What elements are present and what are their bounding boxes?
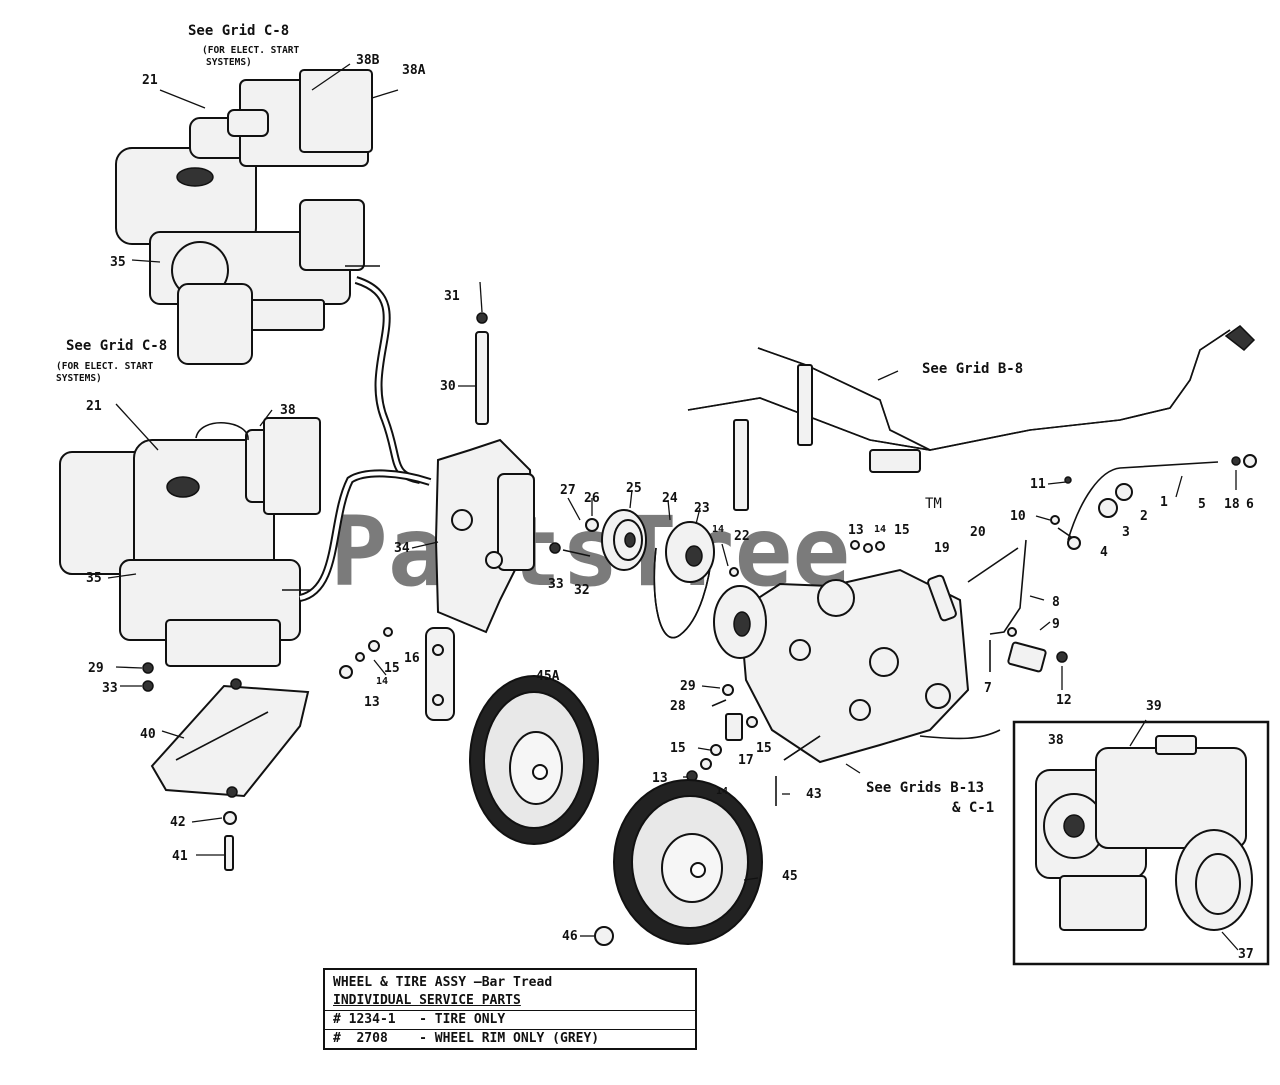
service-part-row-2: # 2708 - WHEEL RIM ONLY (GREY) <box>325 1029 695 1048</box>
callout: 31 <box>444 289 460 304</box>
callout: 33 <box>548 577 564 592</box>
transmission-grid-note-1: See Grids B-13 <box>866 780 984 796</box>
callout: 21 <box>142 73 158 88</box>
callout: 15 <box>756 741 772 756</box>
mid-engine-note-line1: (FOR ELECT. START <box>56 361 154 372</box>
callout: 30 <box>440 379 456 394</box>
callout: 7 <box>984 681 992 696</box>
callout: 14 <box>376 676 388 687</box>
service-part-row-1: # 1234-1 - TIRE ONLY <box>325 1010 695 1029</box>
callout: 14 <box>712 524 724 535</box>
service-parts-header: WHEEL & TIRE ASSY —Bar Tread <box>333 975 553 990</box>
callout: 38B <box>356 53 380 68</box>
callout: 1 <box>1160 495 1168 510</box>
callout: 35 <box>86 571 102 586</box>
transmission-grid-note-2: & C-1 <box>952 800 994 816</box>
callout: 13 <box>848 523 864 538</box>
callout: 29 <box>680 679 696 694</box>
callout: 34 <box>394 541 410 556</box>
handle-frame <box>687 325 1256 511</box>
callout: 46 <box>562 929 578 944</box>
callout: 14 <box>874 524 886 535</box>
callout: 4 <box>1100 545 1108 560</box>
callout: 15 <box>384 661 400 676</box>
callout: 12 <box>1056 693 1072 708</box>
callout: 45 <box>782 869 798 884</box>
callout: 18 <box>1224 497 1240 512</box>
callout: 20 <box>970 525 986 540</box>
callout: 9 <box>1052 617 1060 632</box>
callout: 15 <box>670 741 686 756</box>
callout: 29 <box>88 661 104 676</box>
watermark: PartsTree <box>330 496 850 608</box>
wheel-45a <box>469 675 599 845</box>
callout: 38A <box>402 63 426 78</box>
callout: 35 <box>110 255 126 270</box>
callout: 8 <box>1052 595 1060 610</box>
leader-lines <box>107 63 1239 951</box>
part-number: # 1234-1 <box>333 1012 396 1027</box>
part-number: # 2708 <box>333 1031 388 1046</box>
callout: 2 <box>1140 509 1148 524</box>
callout: 42 <box>170 815 186 830</box>
engine-inset <box>1012 720 1270 966</box>
callout: 3 <box>1122 525 1130 540</box>
engine-base-40 <box>150 678 310 871</box>
transmission <box>713 568 1001 764</box>
callout: 17 <box>738 753 754 768</box>
callout: 38 <box>1048 733 1064 748</box>
wheel-45 <box>613 779 763 945</box>
top-engine-note-line2: SYSTEMS) <box>206 57 252 68</box>
callout: 43 <box>806 787 822 802</box>
top-engine-note-line1: (FOR ELECT. START <box>202 45 300 56</box>
callout: 45A <box>536 669 560 684</box>
callout: 32 <box>574 583 590 598</box>
pulley-25 <box>601 509 647 571</box>
callout: 23 <box>694 501 710 516</box>
callout: 15 <box>894 523 910 538</box>
part-desc: - WHEEL RIM ONLY (GREY) <box>419 1031 600 1046</box>
callout: 10 <box>1010 509 1026 524</box>
callout: 38 <box>280 403 296 418</box>
handle-grid-note: See Grid B-8 <box>922 361 1023 377</box>
callout: 13 <box>652 771 668 786</box>
callout: 33 <box>102 681 118 696</box>
callout: 5 <box>1198 497 1206 512</box>
callout: 39 <box>1146 699 1162 714</box>
service-parts-subheader: INDIVIDUAL SERVICE PARTS <box>333 993 521 1008</box>
callout: 14 <box>716 786 728 797</box>
callout: 6 <box>1246 497 1254 512</box>
callout: 11 <box>1030 477 1046 492</box>
watermark-tm: TM <box>925 496 942 512</box>
mid-engine-note-line2: SYSTEMS) <box>56 373 102 384</box>
housing-34 <box>434 438 535 634</box>
top-engine <box>115 69 380 331</box>
callout: 40 <box>140 727 156 742</box>
callout: 13 <box>364 695 380 710</box>
callout: 22 <box>734 529 750 544</box>
top-engine-grid-note: See Grid C-8 <box>188 23 289 39</box>
callout: 37 <box>1238 947 1254 962</box>
callout: 28 <box>670 699 686 714</box>
callout: 41 <box>172 849 188 864</box>
part-desc: - TIRE ONLY <box>419 1012 506 1027</box>
callout: 21 <box>86 399 102 414</box>
callout: 16 <box>404 651 420 666</box>
callout: 24 <box>662 491 678 506</box>
mid-engine-grid-note: See Grid C-8 <box>66 338 167 354</box>
callout: 27 <box>560 483 576 498</box>
callout: 19 <box>934 541 950 556</box>
shaft-30 <box>475 312 489 425</box>
callout: 26 <box>584 491 600 506</box>
callout: 25 <box>626 481 642 496</box>
callout-labels: 21 38B 38A 35 21 38 35 31 30 34 27 26 25… <box>86 53 1254 962</box>
service-parts-box: WHEEL & TIRE ASSY —Bar Tread INDIVIDUAL … <box>323 968 697 1050</box>
mid-engine <box>59 283 321 667</box>
